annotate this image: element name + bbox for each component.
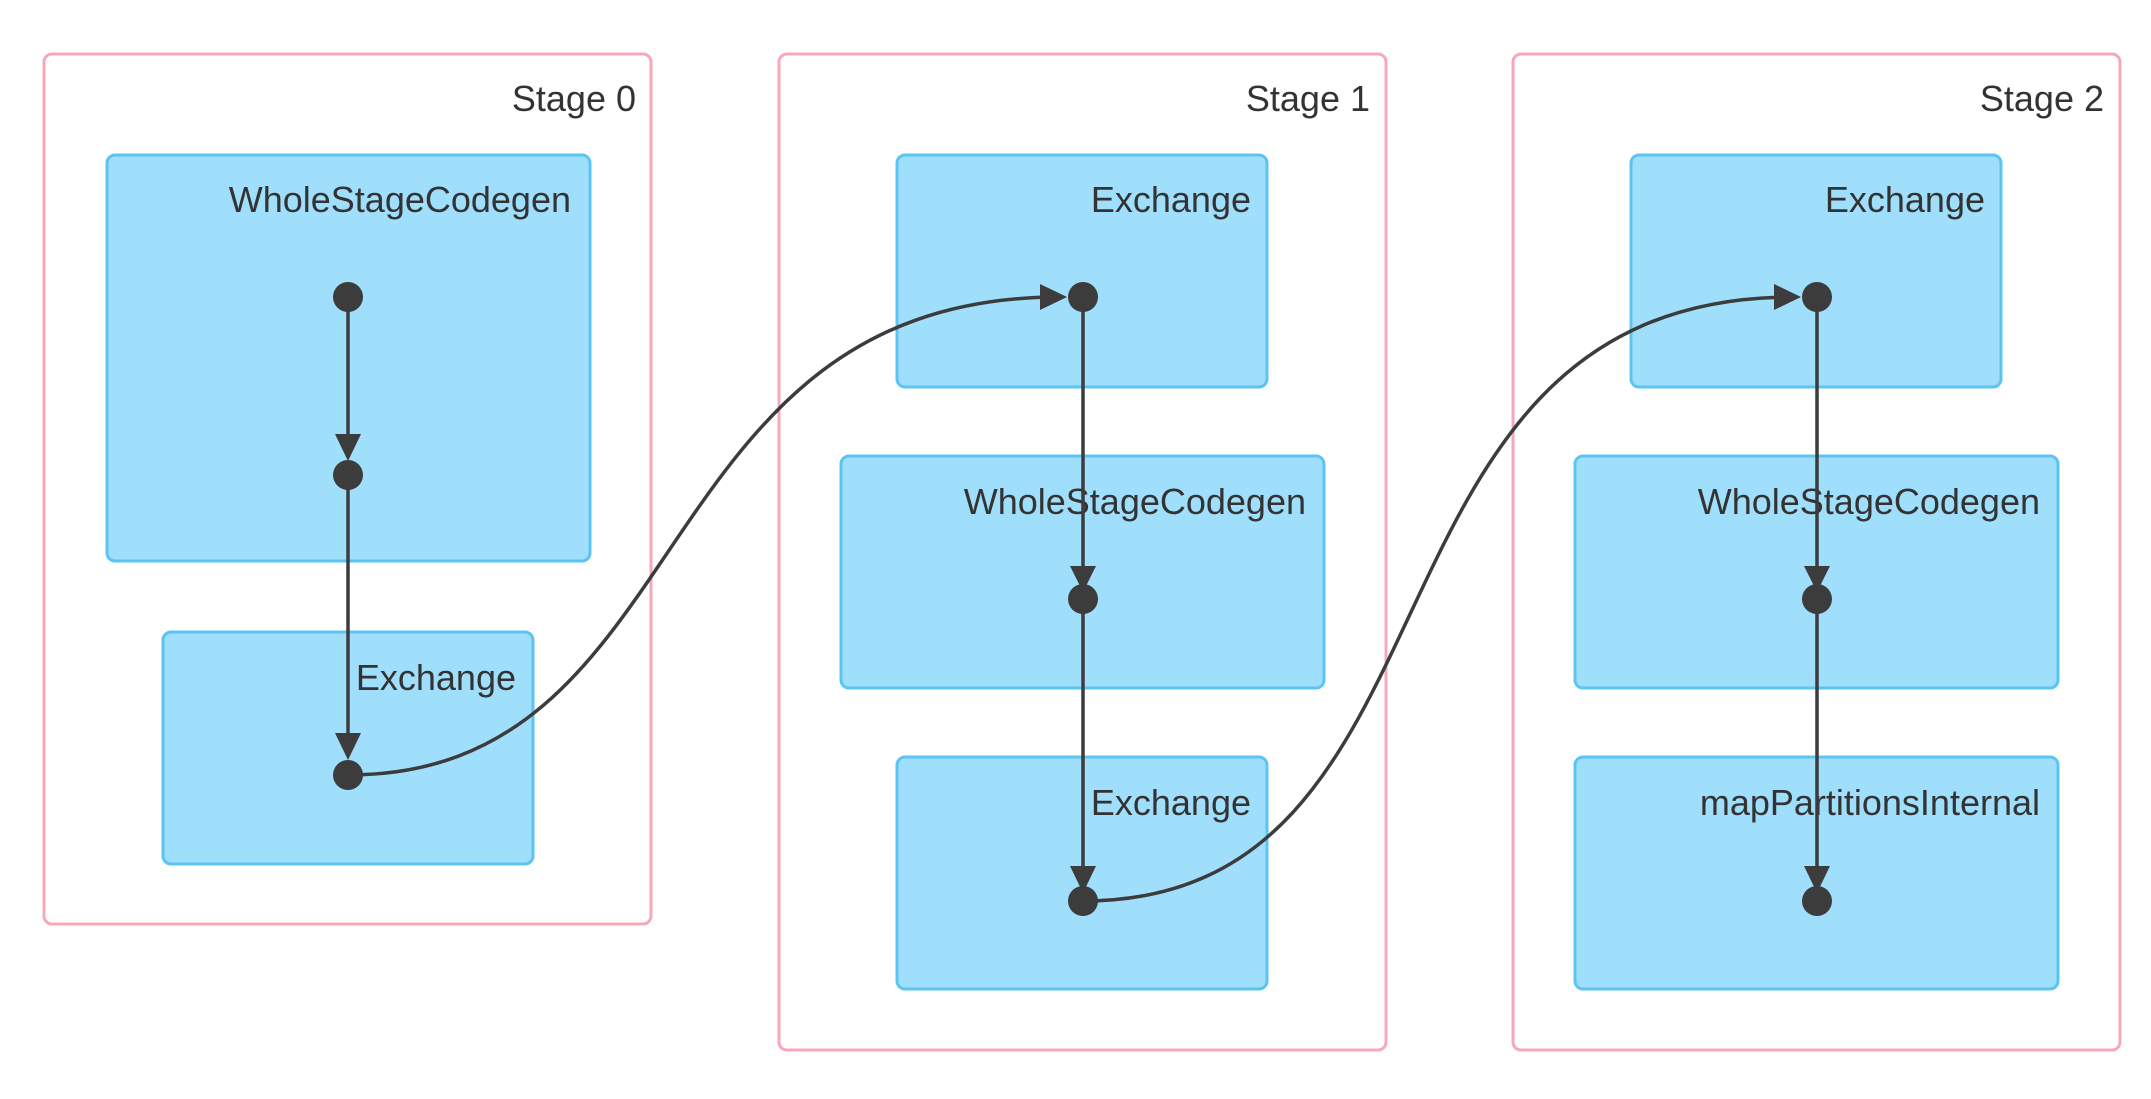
node-dot[interactable] <box>1068 282 1098 312</box>
operator-label: WholeStageCodegen <box>229 179 571 220</box>
node-dot[interactable] <box>1068 886 1098 916</box>
arrow-head <box>1774 284 1801 310</box>
arrow-head <box>335 733 361 760</box>
operator-label: Exchange <box>1091 179 1251 220</box>
stage-1-title: Stage 1 <box>1246 78 1370 119</box>
arrow-head <box>335 434 361 461</box>
operator-label: WholeStageCodegen <box>964 481 1306 522</box>
node-dot[interactable] <box>333 282 363 312</box>
nodes <box>333 282 1832 916</box>
node-dot[interactable] <box>1802 886 1832 916</box>
edges <box>335 284 1830 903</box>
node-dot[interactable] <box>1068 584 1098 614</box>
node-dot[interactable] <box>1802 282 1832 312</box>
operator-label: Exchange <box>1825 179 1985 220</box>
arrow-head <box>1070 866 1096 893</box>
arrow-head <box>1040 284 1067 310</box>
edge-s0-to-s1 <box>347 295 1057 777</box>
stage-1-operator-exchange-top[interactable]: Exchange <box>895 153 1269 389</box>
stage-0-title: Stage 0 <box>512 78 636 119</box>
arrow-head <box>1070 566 1096 592</box>
stage-2-title: Stage 2 <box>1980 78 2104 119</box>
arrow-head <box>1804 866 1830 893</box>
operator-label: WholeStageCodegen <box>1698 481 2040 522</box>
node-dot[interactable] <box>333 460 363 490</box>
operator-label: Exchange <box>1091 782 1251 823</box>
operator-label: Exchange <box>356 657 516 698</box>
edge-s1-to-s2 <box>1082 295 1791 903</box>
stage-2-operator-exchange[interactable]: Exchange <box>1629 153 2003 389</box>
operator-label: mapPartitionsInternal <box>1700 782 2040 823</box>
node-dot[interactable] <box>1802 584 1832 614</box>
arrow-head <box>1804 566 1830 592</box>
node-dot[interactable] <box>333 760 363 790</box>
